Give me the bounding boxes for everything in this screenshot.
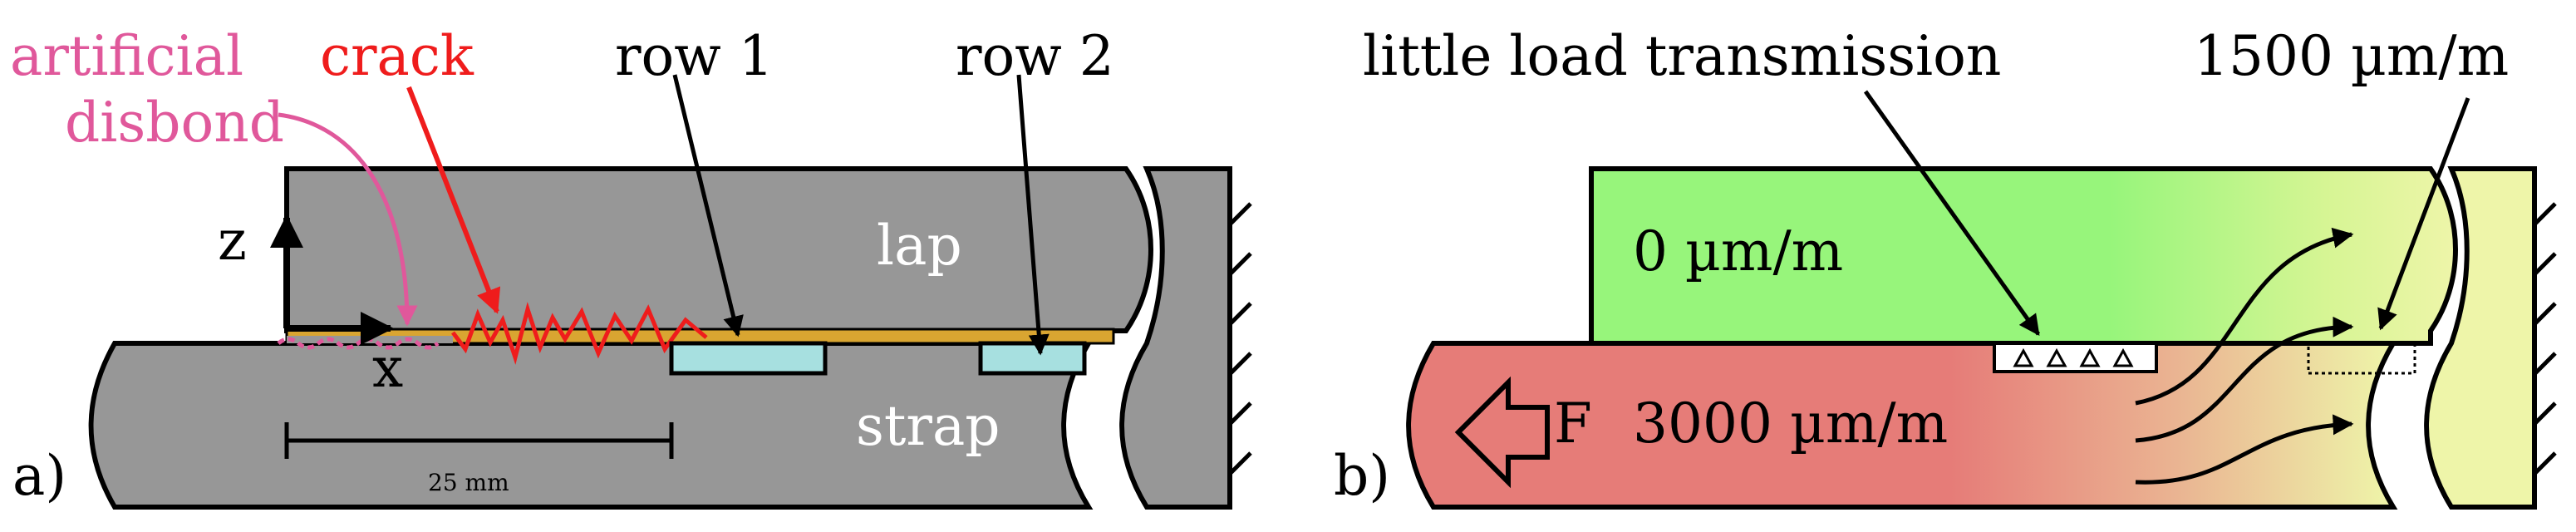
artificial-label: artificial bbox=[10, 24, 243, 88]
load-path-arrow-3 bbox=[2135, 414, 2354, 485]
strain-high-arrow bbox=[2377, 97, 2470, 331]
load-path-arrow-2 bbox=[2135, 316, 2354, 443]
row2-label: row 2 bbox=[956, 24, 1114, 88]
disbond-label: disbond bbox=[65, 91, 284, 155]
strain-lap-label: 0 µm/m bbox=[1633, 219, 1843, 283]
fixed-support-hatch-b bbox=[2533, 202, 2557, 475]
strap-label: strap bbox=[856, 394, 1000, 458]
little-load-label: little load transmission bbox=[1363, 24, 2001, 88]
sensor-row-1 bbox=[669, 341, 828, 376]
panel-a: a) artificial disbond crack row 1 row 2 … bbox=[10, 24, 1252, 510]
panel-b-label: b) bbox=[1334, 444, 1390, 508]
little-load-arrow bbox=[1863, 90, 2041, 337]
row2-arrow bbox=[1016, 74, 1050, 356]
disbond-arrow bbox=[278, 112, 418, 327]
strain-high-label: 1500 µm/m bbox=[2194, 24, 2509, 88]
support-symbols bbox=[2013, 347, 2134, 367]
sensor-row-2 bbox=[978, 341, 1087, 376]
force-label: F bbox=[1554, 392, 1592, 456]
sensor-outline bbox=[2307, 342, 2416, 375]
scale-label: 25 mm bbox=[428, 469, 509, 496]
row1-arrow bbox=[672, 74, 744, 337]
z-axis-label: z bbox=[218, 209, 247, 273]
force-arrow bbox=[1454, 376, 1550, 489]
fixed-support-hatch bbox=[1228, 202, 1252, 475]
lap-label: lap bbox=[877, 214, 962, 278]
x-axis-label: x bbox=[372, 336, 403, 400]
load-path-arrow-1 bbox=[2135, 227, 2354, 406]
crack-line bbox=[451, 302, 708, 365]
strap-plate bbox=[88, 341, 1094, 510]
row1-label: row 1 bbox=[615, 24, 774, 88]
lap-strain-field bbox=[1589, 166, 2458, 346]
strap-strain-field bbox=[1406, 341, 2398, 510]
crack-label: crack bbox=[320, 24, 474, 88]
panel-b: b) little load transmission 1500 µm/m 0 … bbox=[1334, 24, 2557, 510]
clamp-piece bbox=[1119, 166, 1232, 510]
scale-bar bbox=[284, 422, 674, 459]
panel-a-label: a) bbox=[12, 444, 66, 508]
strain-strap-label: 3000 µm/m bbox=[1633, 392, 1948, 456]
clamp-piece-b bbox=[2424, 166, 2537, 510]
crack-arrow bbox=[406, 86, 501, 314]
disbond-line bbox=[277, 337, 440, 350]
